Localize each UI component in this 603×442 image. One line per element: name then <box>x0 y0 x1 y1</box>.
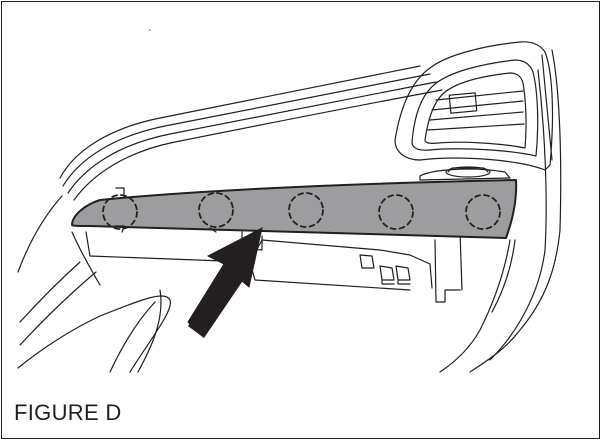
figure-caption: FIGURE D <box>14 400 122 425</box>
direction-arrow-shape <box>187 227 263 335</box>
clip-marker <box>465 194 501 230</box>
clip-marker <box>198 192 234 228</box>
knob <box>419 166 511 181</box>
trim-panel <box>71 179 518 239</box>
side-pillar <box>439 49 562 373</box>
clip-marker <box>102 194 138 230</box>
clip-marker <box>288 192 324 228</box>
clip-markers <box>102 192 501 230</box>
air-vent <box>394 41 554 171</box>
clip-marker <box>378 194 414 230</box>
dashboard-top-outline <box>17 29 443 273</box>
